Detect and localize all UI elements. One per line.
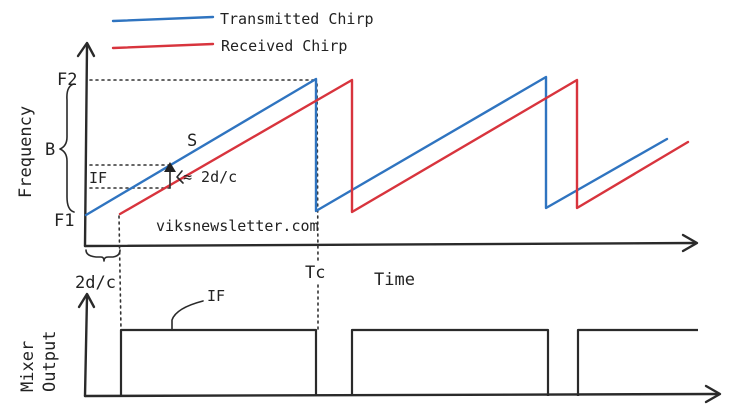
mixer-axes: [77, 292, 722, 404]
f1-label: F1: [54, 211, 74, 231]
tau-tick: [176, 170, 184, 184]
bandwidth-label: B: [45, 140, 55, 160]
mixer-vertical-arrow: [77, 292, 96, 309]
frequency-axis: [83, 44, 89, 248]
mixer-time-arrow: [704, 384, 722, 404]
tc-label: Tc: [305, 263, 325, 283]
f2-label: F2: [57, 70, 77, 90]
time-label: Time: [374, 270, 415, 290]
if-mixer-label: IF: [207, 287, 225, 305]
delay-brace: [85, 249, 121, 262]
delay-guide: [118, 215, 122, 331]
time-axis: [83, 241, 697, 248]
frequency-time-axes: [76, 41, 699, 253]
time-axis-arrow: [681, 233, 699, 253]
mixer-output-pulses: [119, 328, 698, 396]
mixer-label: Mixer: [18, 341, 38, 392]
if-arrow-head: [164, 162, 176, 172]
tau-label: ≈ 2d/c: [183, 168, 237, 186]
bandwidth-brace: [59, 83, 75, 213]
watermark: viksnewsletter.com: [156, 217, 319, 235]
received-chirp: [118, 78, 690, 216]
output-label: Output: [40, 331, 60, 392]
legend-transmitted-swatch: [111, 15, 215, 23]
frequency-axis-label: Frequency: [16, 106, 36, 198]
if-mixer-pointer: [171, 300, 204, 331]
frequency-axis-arrow: [76, 41, 96, 58]
mixer-time-axis: [83, 392, 720, 398]
legend-received-swatch: [111, 42, 215, 50]
transmitted-chirp: [84, 75, 669, 217]
legend-transmitted-label: Transmitted Chirp: [220, 10, 374, 28]
slope-label: S: [187, 131, 197, 151]
legend-received-label: Received Chirp: [221, 37, 347, 55]
guide-lines: [89, 79, 319, 331]
delay-label: 2d/c: [75, 273, 116, 293]
legend: Transmitted Chirp Received Chirp: [111, 10, 374, 55]
mixer-vertical-axis: [83, 295, 89, 398]
if-label-top: IF: [89, 169, 107, 187]
if-arrow: [164, 162, 176, 189]
